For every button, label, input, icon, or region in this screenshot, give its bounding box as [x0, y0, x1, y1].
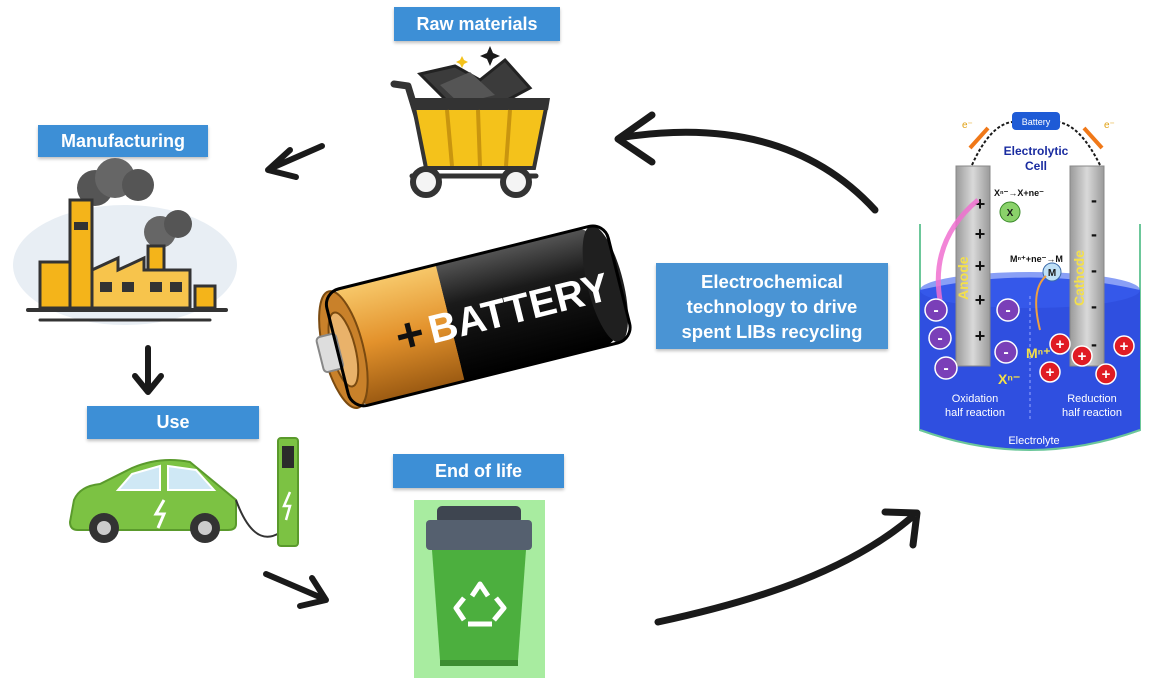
anode-reaction-label: Xⁿ⁻→X+ne⁻ [994, 188, 1044, 198]
recycling-bin-icon [414, 500, 545, 678]
anion-1: - [933, 302, 938, 319]
cathode-minus-5: - [1091, 334, 1097, 354]
anode-plus-5: + [975, 326, 986, 346]
reduction-line-1: Reduction [1067, 393, 1117, 405]
anion-5: - [1003, 344, 1008, 361]
battery-icon: + BATTERY [315, 224, 632, 409]
cathode-electrode [1069, 165, 1105, 367]
recycle-symbol-icon [453, 581, 507, 627]
center-label-line-1: Electrochemical [701, 270, 843, 292]
cation-label: Mⁿ⁺ [1026, 345, 1051, 361]
m-species-label: M [1048, 268, 1056, 279]
mine-cart-icon [390, 46, 550, 198]
raw-materials-label: Raw materials [394, 7, 560, 41]
cathode-minus-1: - [1091, 190, 1097, 210]
anion-2: - [937, 330, 942, 347]
electrolytic-cell-diagram: Battery e⁻ e⁻ Electrolytic Cell Anode Ca… [919, 112, 1141, 451]
curved-arrow-to-recycling-head [881, 508, 921, 549]
manufacturing-label: Manufacturing [38, 125, 208, 157]
battery-plus-sign: + [390, 306, 430, 364]
anode-plus-1: + [975, 194, 986, 214]
cation-3: + [1078, 348, 1087, 365]
cell-title-line-1: Electrolytic [1004, 144, 1069, 158]
anion-4: - [1005, 302, 1010, 319]
use-label: Use [87, 406, 259, 439]
anode-plus-2: + [975, 224, 986, 244]
anion-label: Xⁿ⁻ [998, 371, 1020, 387]
center-label-line-2: technology to drive [686, 295, 858, 317]
center-label-line-3: spent LIBs recycling [681, 320, 863, 342]
anode-electrode [955, 165, 991, 367]
anion-3: - [943, 360, 948, 377]
x-species-label: X [1007, 208, 1014, 219]
arrow-raw-to-manufacturing-head [265, 147, 299, 180]
end-of-life-label: End of life [393, 454, 564, 488]
cation-5: + [1102, 366, 1111, 383]
arrow-raw-to-manufacturing [271, 143, 325, 170]
cathode-minus-2: - [1091, 224, 1097, 244]
curved-arrow-to-raw-materials [621, 128, 879, 214]
arrow-use-to-end-of-life [263, 571, 325, 601]
reduction-line-2: half reaction [1062, 407, 1122, 419]
cathode-minus-4: - [1091, 296, 1097, 316]
cathode-minus-3: - [1091, 260, 1097, 280]
factory-icon [13, 158, 237, 325]
cathode-reaction-label: Mⁿ⁺+ne⁻→M [1010, 254, 1063, 264]
electron-right-label: e⁻ [1104, 120, 1115, 131]
arrow-use-to-end-of-life-head [297, 575, 329, 609]
oxidation-line-1: Oxidation [952, 393, 998, 405]
cation-4: + [1120, 338, 1129, 355]
electrochemical-technology-label: Electrochemical technology to drive spen… [656, 263, 888, 349]
electrolyte-label: Electrolyte [1008, 435, 1059, 447]
cathode-label: Cathode [1071, 250, 1087, 306]
anode-label: Anode [955, 256, 971, 300]
charging-station-icon [235, 437, 299, 547]
curved-arrow-to-recycling [654, 513, 916, 626]
cation-2: + [1046, 364, 1055, 381]
cation-1: + [1056, 336, 1065, 353]
anode-plus-4: + [975, 290, 986, 310]
oxidation-line-2: half reaction [945, 407, 1005, 419]
arrow-manufacturing-to-use-head [132, 373, 164, 395]
anode-plus-3: + [975, 256, 986, 276]
electric-car-icon [68, 459, 237, 543]
cell-battery-box-text: Battery [1022, 117, 1051, 127]
battery-label-text: BATTERY [424, 265, 614, 352]
cell-title-line-2: Cell [1025, 159, 1047, 173]
curved-arrow-to-raw-materials-head [614, 111, 656, 166]
electron-left-label: e⁻ [962, 120, 973, 131]
